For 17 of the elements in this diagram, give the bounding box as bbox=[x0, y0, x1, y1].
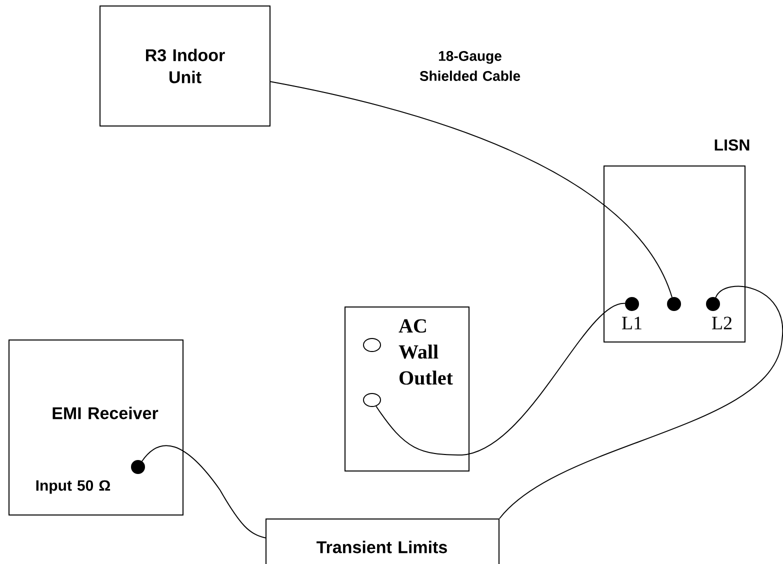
cable bbox=[141, 445, 266, 538]
box-label: R3 Indoor Unit bbox=[146, 48, 225, 84]
cable bbox=[499, 286, 783, 519]
terminal-dot bbox=[667, 297, 681, 311]
terminal-label: L1 bbox=[622, 316, 642, 330]
cable bbox=[376, 302, 626, 456]
cable-label: 18-Gauge Shielded Cable bbox=[420, 51, 520, 81]
box-label: AC Wall Outlet bbox=[398, 319, 453, 385]
box-label: EMI Receiver bbox=[52, 406, 158, 420]
terminal-label: L2 bbox=[712, 316, 732, 330]
cable bbox=[270, 81, 672, 298]
heading: LISN bbox=[714, 139, 750, 151]
socket-hole bbox=[363, 393, 381, 407]
port-label: Input 50 Ω bbox=[36, 480, 110, 494]
box-label: Transient Limits bbox=[316, 540, 447, 554]
socket-hole bbox=[363, 338, 381, 352]
terminal-dot bbox=[131, 460, 145, 474]
